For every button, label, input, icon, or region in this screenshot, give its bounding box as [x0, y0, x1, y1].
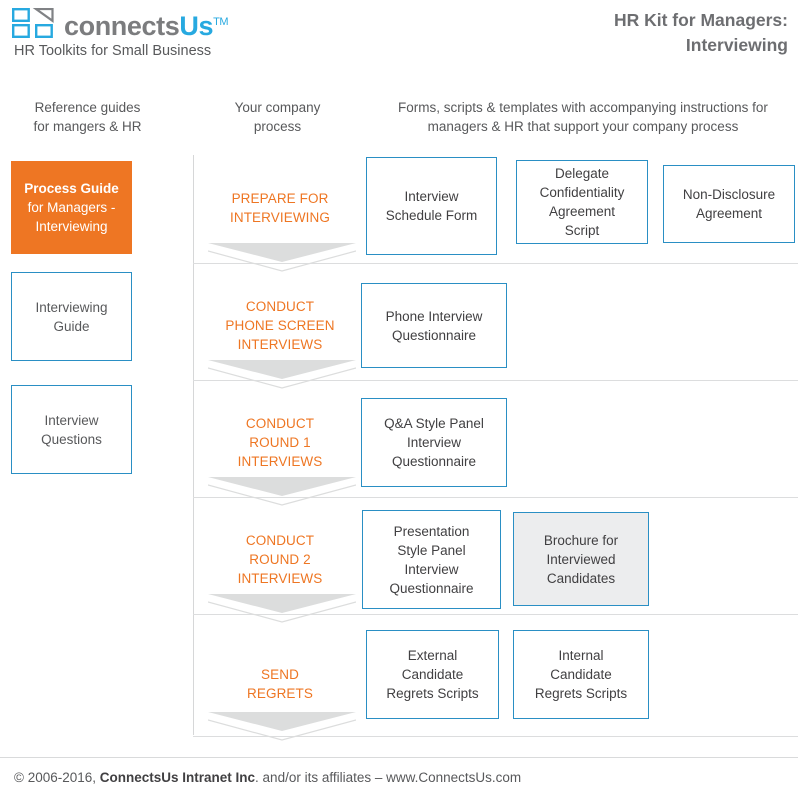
brand-tagline: HR Toolkits for Small Business: [14, 43, 212, 59]
trademark-mark: TM: [213, 16, 229, 28]
process-row-separator: [193, 263, 798, 264]
process-row-separator: [193, 736, 798, 737]
reference-guide-subtitle-2: Interviewing: [35, 219, 108, 234]
process-step-label-line: INTERVIEWS: [237, 571, 323, 586]
process-step-label-line: CONDUCT: [245, 299, 315, 314]
process-flow-chevron-down-icon: [208, 594, 356, 623]
process-row-separator: [193, 380, 798, 381]
process-flow-chevron-down-icon: [208, 712, 356, 741]
process-step-label-line: PHONE SCREEN: [225, 318, 335, 333]
reference-guide-title: Interview: [44, 412, 99, 428]
process-step-label-conduct-phone-screen-interviews: CONDUCT PHONE SCREEN INTERVIEWS: [200, 297, 360, 354]
page-header: connectsUsTM HR Toolkits for Small Busin…: [0, 0, 798, 70]
column-heading-process-line2: process: [253, 119, 302, 134]
column-heading-company-process: Your company process: [190, 98, 365, 136]
process-step-label-line: INTERVIEWS: [237, 337, 323, 352]
process-step-label-line: CONDUCT: [245, 533, 315, 548]
brand-wordmark: connectsUsTM: [64, 6, 229, 42]
column-heading-process-line1: Your company: [234, 100, 321, 115]
process-step-label-send-regrets: SEND REGRETS: [200, 665, 360, 703]
process-flow-spine: [193, 155, 194, 735]
reference-guide-title: Interviewing: [35, 299, 108, 315]
column-heading-forms-line1: Forms, scripts & templates with accompan…: [398, 100, 768, 115]
process-step-label-line: REGRETS: [247, 686, 313, 701]
reference-guide-card-interviewing-guide[interactable]: Interviewing Guide: [11, 272, 132, 361]
process-step-label-line: INTERVIEWING: [230, 210, 330, 225]
footer-divider: [0, 757, 798, 758]
process-flow-chevron-down-icon: [208, 360, 356, 389]
footer-affiliates: . and/or its affiliates – www.ConnectsUs…: [255, 770, 522, 785]
process-row-separator: [193, 497, 798, 498]
connectsus-squares-logo-icon: [12, 8, 54, 38]
kit-title: HR Kit for Managers: Interviewing: [368, 8, 788, 58]
process-step-label-conduct-round-2-interviews: CONDUCT ROUND 2 INTERVIEWS: [200, 531, 360, 588]
process-step-label-line: ROUND 2: [249, 552, 311, 567]
reference-guide-card-process-guide[interactable]: Process Guide for Managers - Interviewin…: [11, 161, 132, 254]
footer-company-name: ConnectsUs Intranet Inc: [99, 770, 256, 785]
process-step-label-line: ROUND 1: [249, 435, 311, 450]
footer-copyright: © 2006-2016, ConnectsUs Intranet Inc. an…: [14, 770, 521, 785]
column-heading-forms-scripts-templates: Forms, scripts & templates with accompan…: [368, 98, 798, 136]
footer-copyright-years: © 2006-2016,: [14, 770, 100, 785]
kit-title-line2: Interviewing: [685, 35, 788, 55]
process-step-label-line: INTERVIEWS: [237, 454, 323, 469]
process-step-label-line: PREPARE FOR: [231, 191, 329, 206]
process-row-separator: [193, 614, 798, 615]
column-heading-reference-guides: Reference guides for mangers & HR: [0, 98, 175, 136]
process-step-label-prepare-for-interviewing: PREPARE FOR INTERVIEWING: [200, 189, 360, 227]
column-heading-reference-line1: Reference guides: [34, 100, 141, 115]
process-step-label-line: CONDUCT: [245, 416, 315, 431]
reference-guide-title: Process Guide: [24, 181, 119, 196]
column-heading-forms-line2: managers & HR that support your company …: [427, 119, 739, 134]
kit-title-line1: HR Kit for Managers:: [613, 10, 788, 30]
reference-guide-subtitle-1: Questions: [41, 431, 102, 447]
reference-guide-subtitle-1: for Managers -: [27, 200, 116, 215]
wordmark-primary: connects: [64, 11, 180, 41]
wordmark-accent: Us: [179, 11, 214, 41]
process-flow-chevron-down-icon: [208, 243, 356, 272]
reference-guide-card-interview-questions[interactable]: Interview Questions: [11, 385, 132, 474]
process-step-label-line: SEND: [261, 667, 299, 682]
reference-guide-subtitle-1: Guide: [53, 318, 90, 334]
process-flow-chevron-down-icon: [208, 477, 356, 506]
column-heading-reference-line2: for mangers & HR: [33, 119, 142, 134]
process-step-label-conduct-round-1-interviews: CONDUCT ROUND 1 INTERVIEWS: [200, 414, 360, 471]
